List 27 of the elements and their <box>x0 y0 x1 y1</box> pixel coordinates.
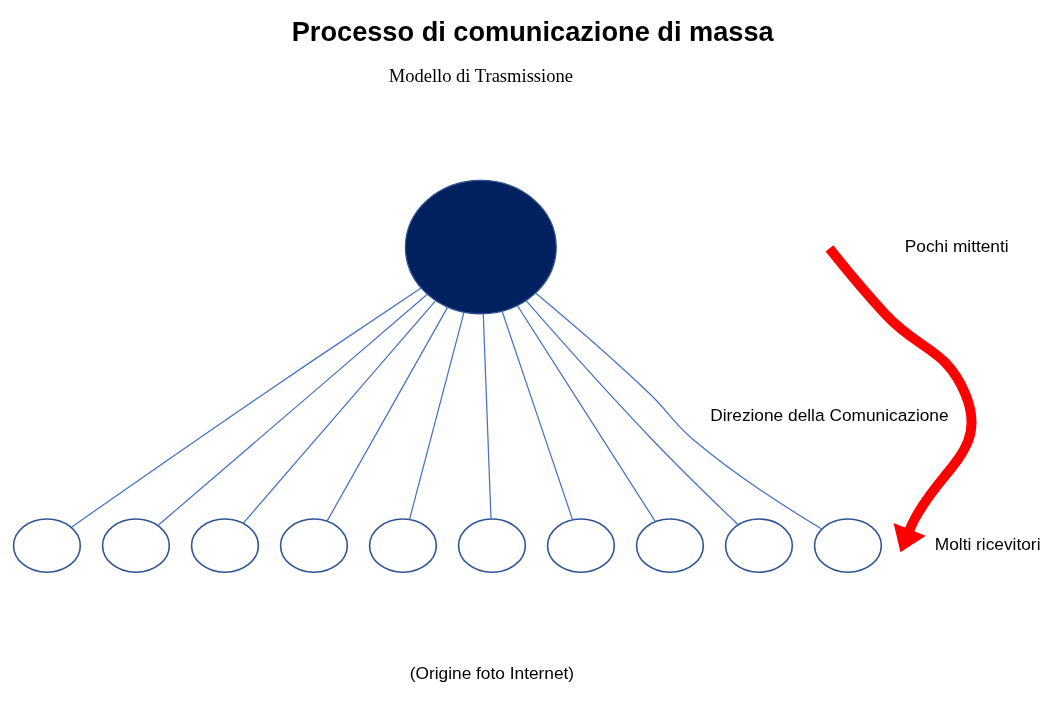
diagram-title: Processo di comunicazione di massa <box>291 16 774 48</box>
node-circle <box>813 518 883 573</box>
label: (Origine foto Internet) <box>409 663 575 684</box>
connector <box>482 313 492 520</box>
node-circle <box>635 518 705 573</box>
node-circle <box>279 518 349 573</box>
label: Pochi mittenti <box>904 235 1009 256</box>
node-circle <box>457 518 527 573</box>
node-circle <box>12 518 82 573</box>
node-circle <box>724 518 794 573</box>
label: Molti ricevitori <box>934 534 1041 555</box>
connector <box>501 310 574 521</box>
connector <box>157 293 428 527</box>
label: Direzione della Comunicazione <box>710 405 949 426</box>
node-circle <box>101 518 171 573</box>
node-circle <box>404 179 557 315</box>
node-circle <box>190 518 260 573</box>
node-circle <box>546 518 616 573</box>
connector <box>70 287 422 528</box>
connector <box>535 292 822 530</box>
node-circle <box>368 518 438 573</box>
connector <box>516 305 656 522</box>
connector <box>242 299 437 524</box>
connector <box>326 306 449 522</box>
connector <box>408 311 465 520</box>
connector <box>525 300 739 526</box>
label: Modello di Trasmissione <box>388 65 573 87</box>
